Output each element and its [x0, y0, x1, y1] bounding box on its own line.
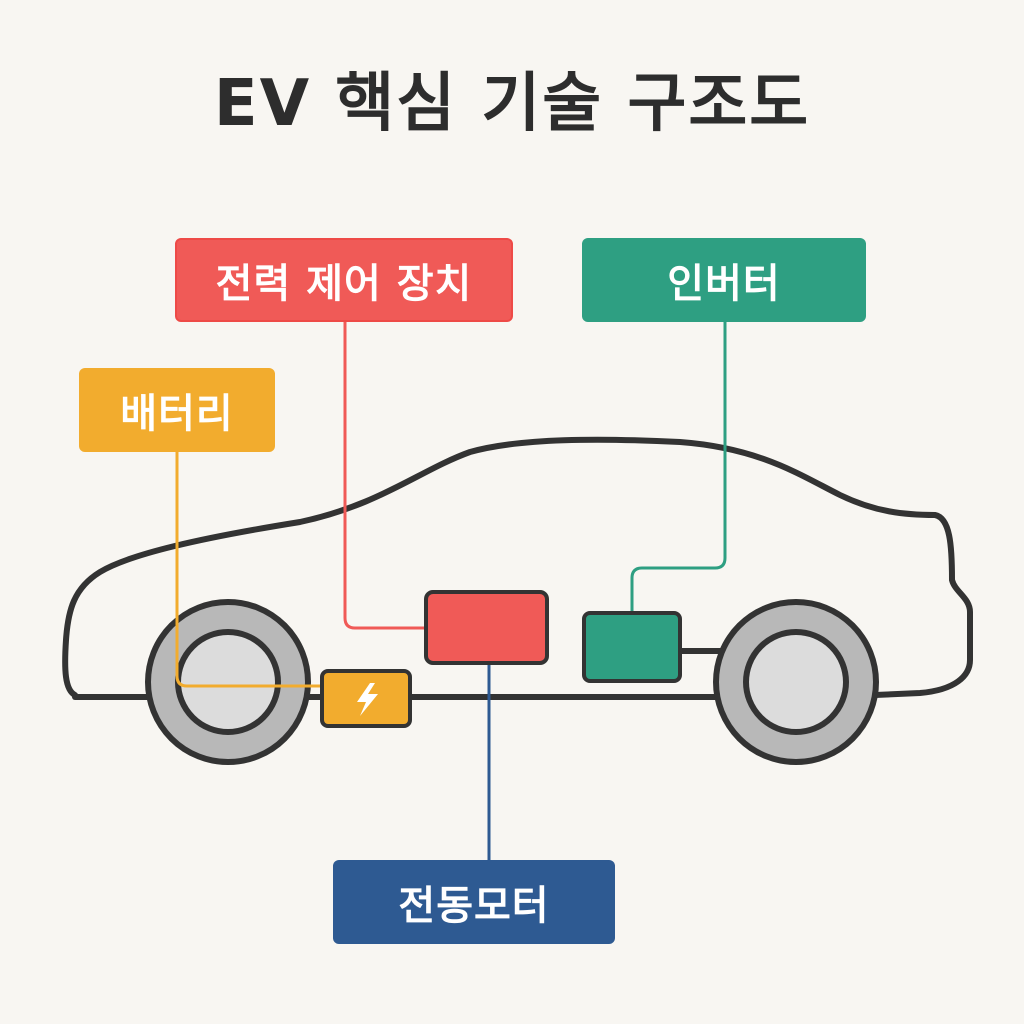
motor-label: 전동모터 [333, 860, 615, 944]
front-wheel [145, 599, 311, 765]
inverter-component [582, 611, 682, 683]
inverter-connector-line [630, 322, 727, 613]
battery-label: 배터리 [79, 368, 275, 452]
car-body-outline [62, 436, 973, 698]
diagram-title: EV 핵심 기술 구조도 [213, 67, 811, 141]
lightning-bolt-icon [357, 683, 378, 716]
power-control-connector-line [343, 322, 426, 630]
power-control-unit-component [424, 590, 549, 665]
battery-component [320, 669, 412, 728]
power-control-label: 전력 제어 장치 [175, 238, 513, 322]
rear-wheel [713, 599, 879, 765]
inverter-label: 인버터 [582, 238, 866, 322]
battery-connector-line [175, 452, 322, 688]
